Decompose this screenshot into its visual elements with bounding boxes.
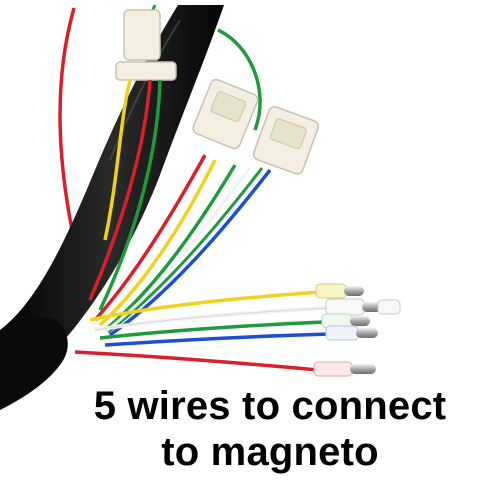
red-wire-terminal xyxy=(313,361,376,377)
yellow-wire-terminal xyxy=(315,283,364,299)
white-magneto-wire-outline xyxy=(94,307,331,331)
yellow-wire-from-top-connector xyxy=(103,79,132,241)
white-wire-terminal xyxy=(325,298,401,316)
right-connector-2 xyxy=(252,106,320,175)
caption-line-2: to magneto xyxy=(161,430,379,474)
harness-tape-lower xyxy=(0,317,68,410)
yellow-wire-right-connector xyxy=(98,159,217,327)
green-wire-top-loop xyxy=(217,28,262,131)
blue-wire-right-connector xyxy=(109,168,272,337)
caption-line-1: 5 wires to connect xyxy=(93,384,447,428)
blue-magneto-wire xyxy=(104,332,331,347)
top-connector xyxy=(115,4,177,81)
harness-highlight xyxy=(109,19,181,161)
green-wire-terminal xyxy=(321,313,370,329)
blue-wire-terminal xyxy=(325,325,378,341)
red-wire-right-connector xyxy=(93,154,207,322)
green-magneto-wire xyxy=(99,320,326,340)
right-connector-1 xyxy=(192,78,259,150)
red-wire-from-top-connector xyxy=(88,79,152,301)
red-magneto-wire xyxy=(74,350,319,372)
green-wire-from-top-connector xyxy=(98,79,162,311)
yellow-magneto-wire xyxy=(89,290,321,322)
